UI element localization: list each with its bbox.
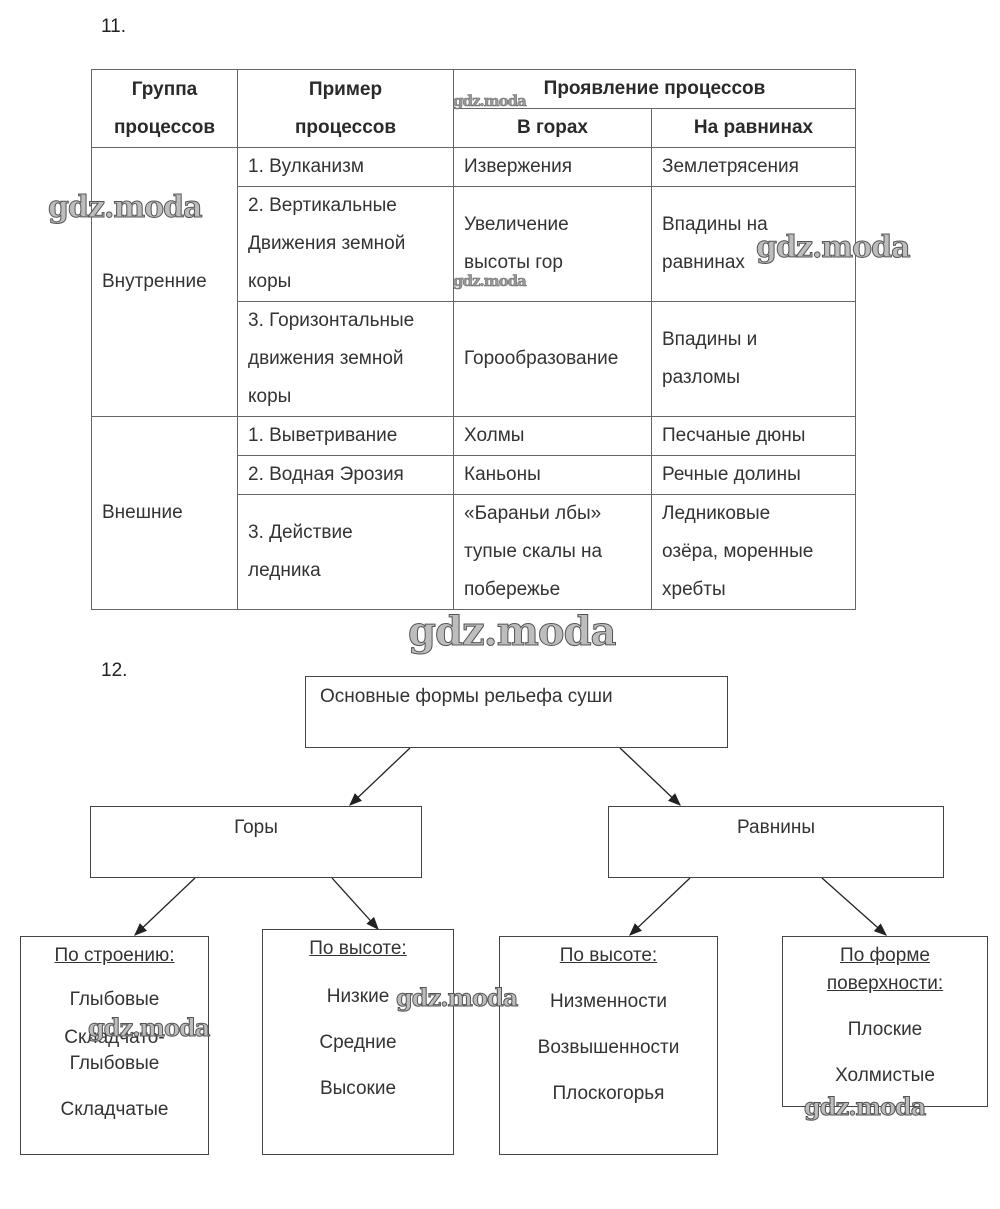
task-12-number: 12. [101,660,128,681]
header-plains: На равнинах [651,108,856,148]
table-row: 2. Вертикальные Движения земной коры Уве… [92,186,856,302]
surface-heading-line2: поверхности: [826,973,944,994]
structure-heading: По строению: [54,945,175,966]
mountains-box: Горы [90,806,422,878]
root-title: Основные формы рельефа суши [320,686,613,707]
list-item: Низменности [549,991,668,1012]
arrow-root-to-mountains [349,747,411,806]
header-manifestation: Проявление процессов [453,69,856,109]
table-row: 3. Действие ледника «Бараньи лбы» тупые … [92,494,856,610]
header-group: Группа процессов [91,69,238,148]
table-row: 3. Горизонтальные движения земной коры Г… [92,301,856,417]
height-heading: По высоте: [559,945,658,966]
table-row: Внутренние 1. Вулканизм Извержения Земле… [91,147,856,417]
plains-height-box: По высоте: Низменности Возвышенности Пло… [499,936,718,1155]
list-item: Складчато- [64,1027,165,1048]
processes-table: Группа процессов Пример процессов Проявл… [91,69,856,610]
arrow-root-to-plains [619,747,681,806]
height-heading: По высоте: [309,938,407,959]
plains-box: Равнины [608,806,944,878]
root-box: Основные формы рельефа суши [305,676,728,748]
list-item: Средние [319,1032,397,1053]
surface-heading-line1: По форме [840,945,930,966]
arrow-plains-to-surface [821,877,887,936]
plains-title: Равнины [737,817,815,838]
group-external: Внешние [91,416,238,610]
list-item: Плоскогорья [552,1083,665,1104]
mountains-title: Горы [234,817,278,838]
group-internal: Внутренние [91,147,238,417]
task-11-number: 11. [101,16,127,37]
list-item: Холмистые [835,1065,935,1086]
list-item: Глыбовые [69,989,160,1010]
mountains-structure-box: По строению: Глыбовые Складчато- Глыбовы… [20,936,209,1155]
mountains-height-box: По высоте: Низкие Средние Высокие [262,929,454,1155]
list-item: Складчатые [60,1099,169,1120]
arrow-mountains-to-structure [134,877,196,936]
list-item: Плоские [847,1019,923,1040]
plains-surface-box: По форме поверхности: Плоские Холмистые [782,936,988,1107]
list-item: Возвышенности [537,1037,680,1058]
list-item: Низкие [326,986,390,1007]
arrow-mountains-to-height [331,877,379,930]
header-mountains: В горах [453,108,652,148]
list-item: Глыбовые [69,1053,160,1074]
list-item: Высокие [319,1078,397,1099]
arrow-plains-to-height [629,877,691,936]
